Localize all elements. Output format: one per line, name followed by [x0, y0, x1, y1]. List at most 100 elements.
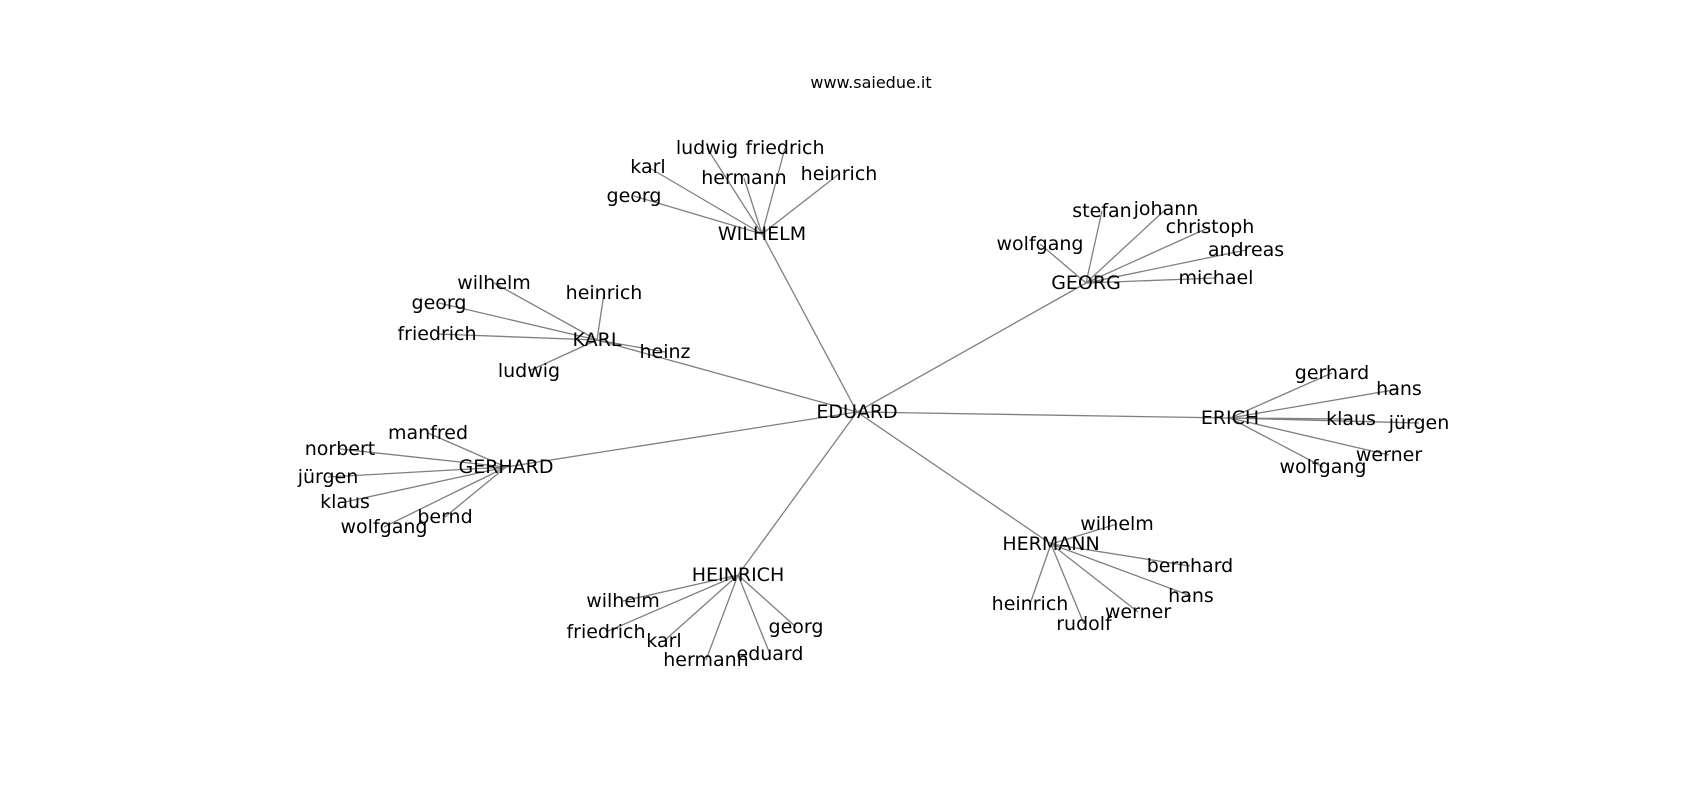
edge-gerhard-manfred [427, 432, 507, 468]
leaf-node-gerhard-klaus: klaus [320, 491, 370, 513]
edge-erich-hans [1229, 388, 1400, 419]
edge-wilhelm-karl [647, 166, 763, 235]
edge-karl-georg [438, 302, 598, 341]
edge-wilhelm-hermann [743, 177, 763, 235]
edge-heinrich-friedrich [605, 574, 739, 633]
edge-erich-jurgen [1229, 417, 1420, 424]
edge-root-karl [596, 339, 858, 413]
leaf-node-erich-gerhard: gerhard [1295, 362, 1369, 384]
edge-karl-wilhelm [493, 282, 598, 341]
leaf-node-hermann-rudolf: rudolf [1056, 613, 1113, 635]
edge-karl-heinrich [596, 292, 605, 341]
leaf-node-wilhelm-georg: georg [607, 185, 662, 207]
leaf-node-heinrich-friedrich: friedrich [566, 621, 645, 643]
edge-georg-wolfgang [1039, 243, 1087, 284]
leaf-node-gerhard-norbert: norbert [305, 438, 376, 460]
edge-gerhard-bernd [444, 466, 507, 518]
edge-wilhelm-georg [633, 195, 763, 235]
leaf-node-hermann-bernhard: bernhard [1147, 555, 1234, 577]
edge-erich-wolfgang [1229, 417, 1324, 468]
hub-node-georg: GEORG [1051, 272, 1121, 294]
edge-karl-friedrich [436, 333, 598, 341]
edge-hermann-bernhard [1050, 543, 1191, 567]
edge-gerhard-klaus [344, 466, 507, 503]
leaf-node-hermann-hans: hans [1168, 585, 1214, 607]
leaf-node-wilhelm-karl: karl [630, 156, 665, 178]
leaf-node-karl-wilhelm: wilhelm [457, 272, 531, 294]
edge-karl-heinz [596, 339, 666, 353]
edge-heinrich-hermann [705, 574, 739, 661]
hub-node-hermann: HERMANN [1002, 533, 1099, 555]
edge-karl-ludwig [528, 339, 598, 372]
leaf-node-wilhelm-friedrich: friedrich [745, 137, 824, 159]
edge-georg-andreas [1085, 249, 1247, 284]
leaf-node-heinrich-karl: karl [646, 630, 681, 652]
leaf-node-hermann-werner: werner [1105, 601, 1171, 623]
leaf-node-gerhard-bernd: bernd [417, 506, 472, 528]
edge-hermann-heinrich [1029, 543, 1052, 605]
edge-erich-werner [1229, 417, 1390, 456]
edge-wilhelm-heinrich [761, 173, 840, 235]
leaf-node-gerhard-wolfgang: wolfgang [341, 516, 428, 538]
edge-georg-stefan [1085, 210, 1103, 284]
leaf-node-erich-wolfgang: wolfgang [1280, 456, 1367, 478]
leaf-node-karl-ludwig: ludwig [498, 360, 560, 382]
leaf-node-hermann-heinrich: heinrich [992, 593, 1069, 615]
edge-georg-michael [1085, 277, 1217, 284]
leaf-node-erich-klaus: klaus [1326, 408, 1376, 430]
hub-node-wilhelm: WILHELM [718, 223, 806, 245]
edge-heinrich-wilhelm [622, 574, 739, 602]
leaf-node-gerhard-jurgen: jürgen [297, 466, 359, 488]
edge-hermann-hans [1050, 543, 1192, 597]
hub-node-karl: KARL [573, 329, 622, 351]
edge-georg-christoph [1085, 226, 1211, 284]
edge-erich-gerhard [1229, 372, 1333, 419]
leaf-node-karl-georg: georg [412, 292, 467, 314]
leaf-node-erich-werner: werner [1356, 444, 1422, 466]
edge-wilhelm-ludwig [706, 147, 763, 235]
leaf-node-karl-heinrich: heinrich [566, 282, 643, 304]
edge-root-georg [856, 282, 1087, 413]
edge-root-hermann [856, 411, 1052, 545]
leaf-node-heinrich-georg: georg [769, 616, 824, 638]
leaf-node-wilhelm-heinrich: heinrich [801, 163, 878, 185]
leaf-node-gerhard-manfred: manfred [388, 422, 468, 444]
leaf-node-georg-andreas: andreas [1208, 239, 1284, 261]
edge-heinrich-karl [663, 574, 739, 642]
hub-node-gerhard: GERHARD [458, 456, 553, 478]
edge-heinrich-eduard [737, 574, 771, 655]
leaf-node-erich-jurgen: jürgen [1388, 412, 1450, 434]
leaf-node-karl-heinz: heinz [639, 341, 690, 363]
leaf-node-georg-johann: johann [1133, 198, 1199, 220]
edge-hermann-werner [1050, 543, 1139, 613]
graph-title: www.saiedue.it [810, 73, 931, 92]
leaf-node-karl-friedrich: friedrich [397, 323, 476, 345]
edge-gerhard-jurgen [327, 466, 507, 478]
edge-root-wilhelm [761, 233, 858, 413]
leaf-node-heinrich-wilhelm: wilhelm [586, 590, 660, 612]
edge-heinrich-georg [737, 574, 797, 628]
leaf-node-georg-michael: michael [1179, 267, 1254, 289]
edge-gerhard-wolfgang [383, 466, 507, 528]
edge-root-gerhard [505, 411, 858, 468]
leaf-node-georg-wolfgang: wolfgang [997, 233, 1084, 255]
edge-root-erich [856, 411, 1231, 419]
leaf-node-hermann-wilhelm: wilhelm [1080, 513, 1154, 535]
edges-layer [327, 147, 1420, 661]
leaf-node-wilhelm-ludwig: ludwig [676, 137, 738, 159]
leaf-node-georg-stefan: stefan [1072, 200, 1131, 222]
edge-root-heinrich [737, 411, 858, 576]
edge-hermann-wilhelm [1050, 523, 1118, 545]
edge-wilhelm-friedrich [761, 147, 786, 235]
leaf-node-heinrich-eduard: eduard [737, 643, 804, 665]
hub-node-erich: ERICH [1201, 407, 1259, 429]
hub-node-heinrich: HEINRICH [692, 564, 784, 586]
edge-hermann-rudolf [1050, 543, 1085, 625]
root-node-eduard: EDUARD [816, 401, 897, 423]
leaf-node-wilhelm-hermann: hermann [701, 167, 786, 189]
leaf-node-heinrich-hermann: hermann [663, 649, 748, 671]
edge-gerhard-norbert [339, 448, 507, 468]
leaf-node-georg-christoph: christoph [1166, 216, 1255, 238]
